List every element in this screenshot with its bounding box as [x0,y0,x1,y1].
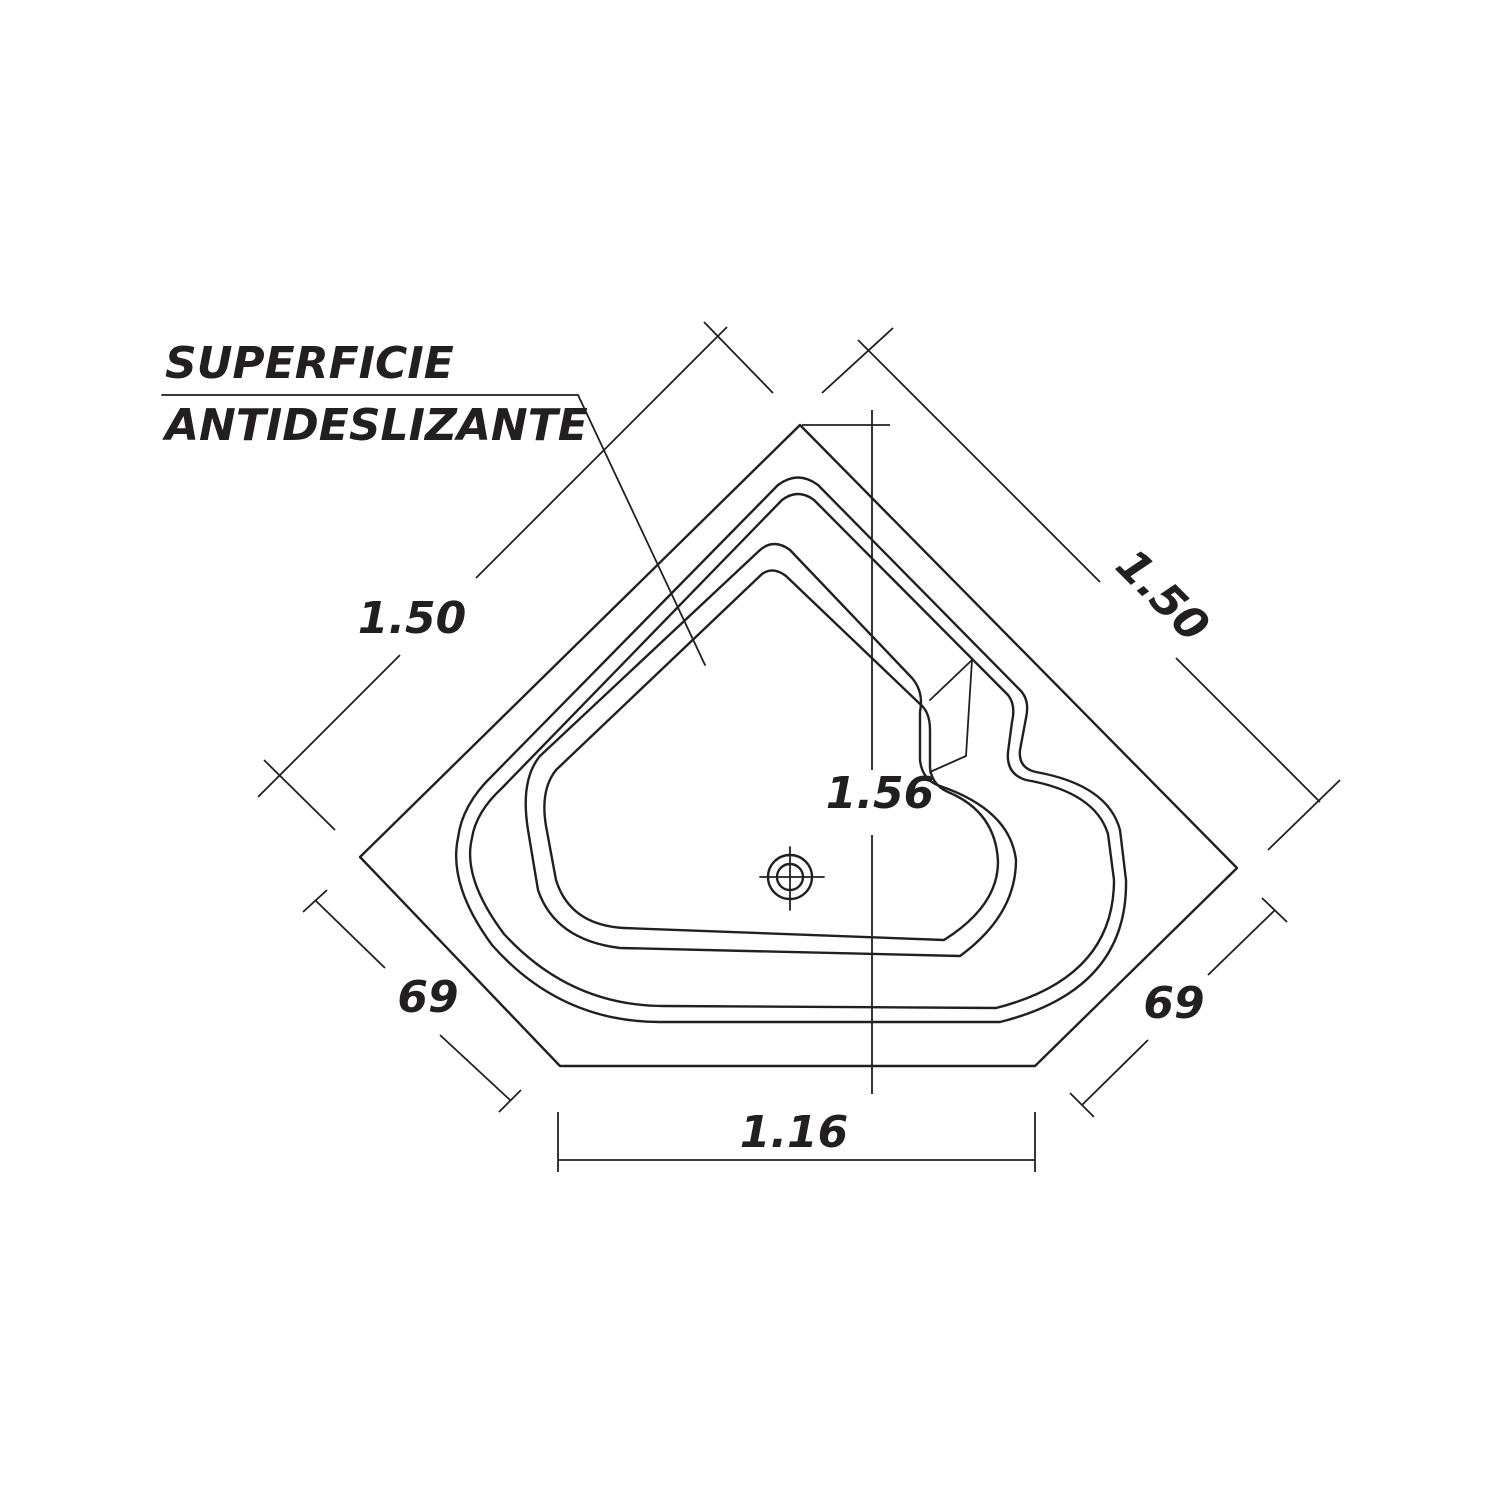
dimension-lower-left [302,889,522,1113]
drain-icon [759,846,825,911]
label-front-width: 1.16 [740,1107,849,1158]
tub-rim-outer [454,476,1128,1024]
dimension-front-width [557,1112,1036,1172]
label-upper-right: 1.50 [1106,539,1219,652]
label-depth: 1.56 [826,768,935,819]
tub-seat-step [929,659,973,773]
tub-outer-outline [358,423,1239,1068]
tub-basin-inner [543,569,1000,942]
callout-line-2: ANTIDESLIZANTE [162,400,588,451]
label-upper-left: 1.50 [358,593,467,644]
dimension-upper-right [821,327,1341,851]
tub-basin-outer [524,542,1018,958]
tub-rim-inner [468,492,1116,1010]
label-lower-left: 69 [397,972,458,1023]
dimension-upper-left [257,321,774,831]
callout-line-1: SUPERFICIE [165,338,454,389]
dimension-lower-right [1069,897,1288,1118]
dimension-depth [802,410,890,1094]
label-lower-right: 69 [1143,978,1204,1029]
callout-leader [161,394,706,666]
